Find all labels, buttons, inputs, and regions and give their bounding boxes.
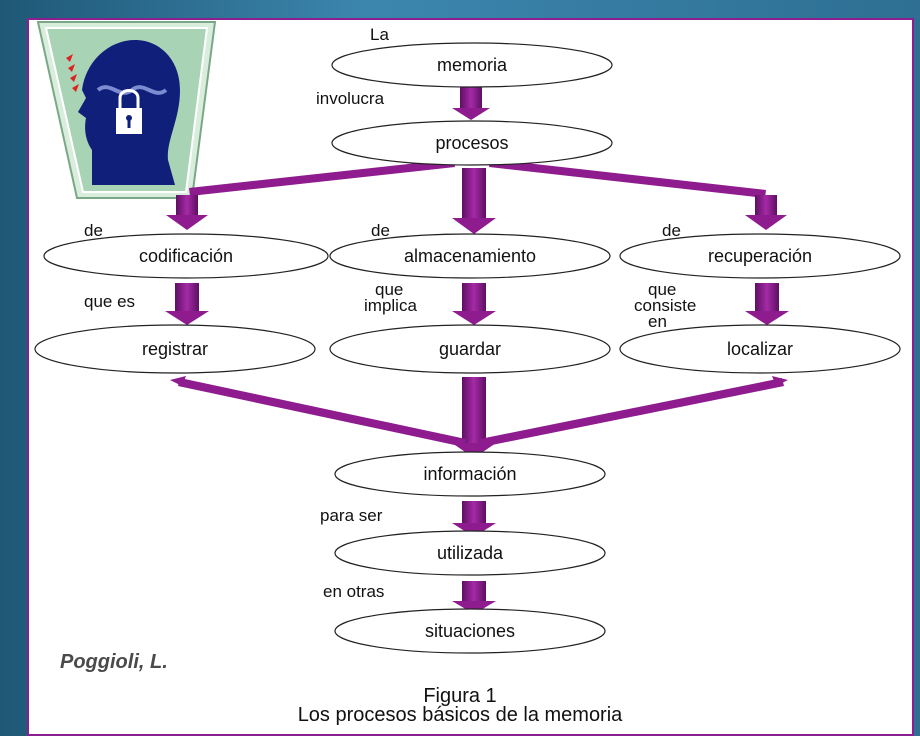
label-que-consiste-3: en [648,312,667,331]
node-guardar: guardar [329,324,611,374]
arrow-registrar-informacion [170,376,466,447]
arrow-guardar-informacion [452,377,496,458]
arrow-informacion-utilizada [452,501,496,537]
label-de-almacenamiento: de [371,221,390,240]
svg-text:almacenamiento: almacenamiento [404,246,536,266]
label-para-ser: para ser [320,506,383,525]
svg-text:registrar: registrar [142,339,208,359]
node-procesos: procesos [331,120,613,166]
label-la: La [370,25,389,44]
node-memoria: memoria [331,42,613,88]
svg-text:codificación: codificación [139,246,233,266]
label-que-consiste-2: consiste [634,296,696,315]
node-codificacion: codificación [43,233,329,279]
label-que-consiste-1: que [648,280,676,299]
node-recuperacion: recuperación [619,233,901,279]
svg-text:guardar: guardar [439,339,501,359]
arrow-procesos-recuperacion [489,159,787,230]
node-informacion: información [334,451,606,497]
node-situaciones: situaciones [334,608,606,654]
arrow-recuperacion-localizar [745,283,789,325]
arrow-localizar-informacion [480,376,788,447]
head-lock-logo-icon [36,21,217,199]
label-de-codificacion: de [84,221,103,240]
svg-text:utilizada: utilizada [437,543,504,563]
arrow-procesos-almacenamiento [452,168,496,234]
node-registrar: registrar [34,324,316,374]
svg-text:memoria: memoria [437,55,508,75]
svg-text:recuperación: recuperación [708,246,812,266]
figure-caption-subtitle: Los procesos básicos de la memoria [297,704,623,726]
node-utilizada: utilizada [334,530,606,576]
label-que-implica-2: implica [364,296,417,315]
arrow-codificacion-registrar [165,283,209,325]
arrow-utilizada-situaciones [452,581,496,614]
author-credit: Poggioli, L. [60,651,168,673]
label-involucra: involucra [316,89,385,108]
svg-text:procesos: procesos [435,133,508,153]
svg-text:información: información [423,464,516,484]
label-que-implica-1: que [375,280,403,299]
node-localizar: localizar [619,324,901,374]
arrow-almacenamiento-guardar [452,283,496,325]
label-que-es: que es [84,292,135,311]
figure-caption-title: Figura 1 [423,685,497,707]
label-de-recuperacion: de [662,221,681,240]
node-almacenamiento: almacenamiento [329,233,611,279]
label-en-otras: en otras [323,582,384,601]
svg-text:situaciones: situaciones [425,621,515,641]
arrow-memoria-procesos [452,87,490,120]
svg-text:localizar: localizar [727,339,793,359]
arrow-procesos-codificacion [166,159,455,230]
